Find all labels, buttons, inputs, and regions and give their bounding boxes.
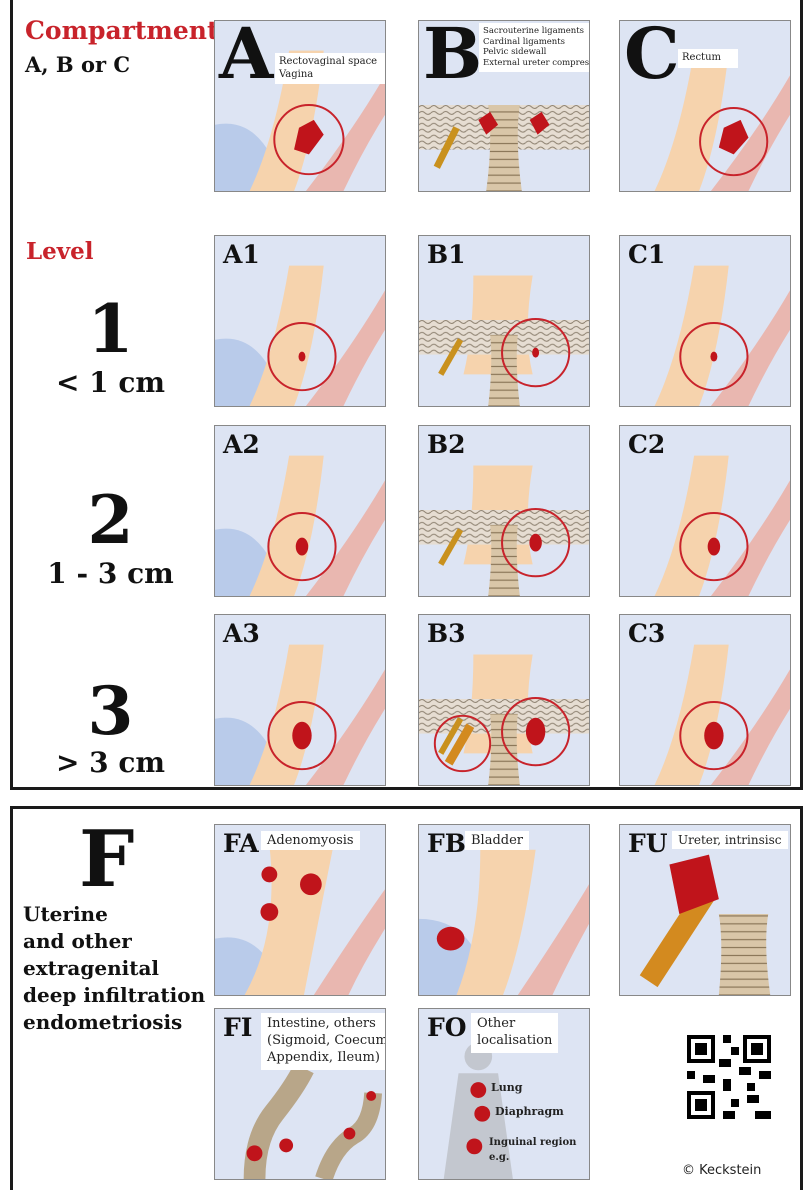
note-line: External ureter compression <box>483 58 587 69</box>
f-description-line: deep infiltration <box>23 982 205 1009</box>
level-tile-label: A1 <box>223 240 260 269</box>
f-description-line: extragenital <box>23 955 205 982</box>
compartment-a-notes: Rectovaginal space Vagina <box>275 53 385 84</box>
f-description-line: endometriosis <box>23 1009 205 1036</box>
level-3-number: 3 <box>13 678 208 744</box>
level-2-range: 1 - 3 cm <box>13 557 208 590</box>
level-tile-label: C2 <box>628 430 665 459</box>
tile-fa-label: FA <box>223 829 259 858</box>
f-description: Uterine and other extragenital deep infi… <box>23 901 205 1036</box>
tile-fu-caption: Ureter, intrinsisc <box>672 831 788 849</box>
note-line: Sacrouterine ligaments <box>483 26 587 37</box>
compartment-c-notes: Rectum <box>678 49 738 68</box>
level-tile: A2 <box>214 425 386 597</box>
level-title: Level <box>26 238 94 265</box>
tile-fo-caption: Other localisation <box>471 1013 558 1053</box>
tile-fu: FU Ureter, intrinsisc <box>619 824 791 996</box>
level-tile-label: C1 <box>628 240 665 269</box>
note-line: Pelvic sidewall <box>483 47 587 58</box>
level-tile: B1 <box>418 235 590 407</box>
compartment-a-letter: A <box>219 20 273 91</box>
tile-fb-label: FB <box>427 829 466 858</box>
level-tile-label: B1 <box>427 240 466 269</box>
compartment-b-notes: Sacrouterine ligaments Cardinal ligament… <box>479 23 590 72</box>
compartment-title: Compartment <box>25 16 219 45</box>
compartment-c-tile: C Rectum <box>619 20 791 192</box>
site-inguinal: Inguinal region <box>489 1137 576 1148</box>
tile-fo-label: FO <box>427 1013 467 1042</box>
level-1-number: 1 <box>13 296 208 362</box>
level-tile-label: A2 <box>223 430 260 459</box>
level-tile-label: B2 <box>427 430 466 459</box>
level-tile: A1 <box>214 235 386 407</box>
tile-fb: FB Bladder <box>418 824 590 996</box>
level-3-range: > 3 cm <box>13 746 208 779</box>
level-tile: C3 <box>619 614 791 786</box>
tile-fi-label: FI <box>223 1013 252 1042</box>
caption-line: (Sigmoid, Coecum, <box>267 1033 386 1050</box>
level-tile: A3 <box>214 614 386 786</box>
compartment-c-letter: C <box>624 20 680 91</box>
level-tile-label: A3 <box>223 619 260 648</box>
level-tile: B3 <box>418 614 590 786</box>
level-tile-label: C3 <box>628 619 665 648</box>
caption-line: Other <box>477 1016 552 1033</box>
copyright: © Keckstein <box>682 1163 761 1178</box>
note-line: Vagina <box>279 69 381 82</box>
f-description-line: Uterine <box>23 901 205 928</box>
tile-fo: FO Other localisation Lung Diaphragm Ing… <box>418 1008 590 1180</box>
level-2-number: 2 <box>13 487 208 553</box>
f-letter: F <box>79 821 134 899</box>
level-tile: C1 <box>619 235 791 407</box>
tile-fu-label: FU <box>628 829 668 858</box>
note-line: Rectovaginal space <box>279 56 381 69</box>
level-tile: B2 <box>418 425 590 597</box>
compartment-b-tile: B Sacrouterine ligaments Cardinal ligame… <box>418 20 590 192</box>
f-description-line: and other <box>23 928 205 955</box>
tile-fa-caption: Adenomyosis <box>261 831 360 850</box>
qr-code[interactable] <box>683 1031 775 1123</box>
site-eg: e.g. <box>489 1152 509 1163</box>
compartment-a-tile: A Rectovaginal space Vagina <box>214 20 386 192</box>
note-line: Cardinal ligaments <box>483 37 587 48</box>
tile-fb-caption: Bladder <box>465 831 529 850</box>
level-tile: C2 <box>619 425 791 597</box>
tile-fa: FA Adenomyosis <box>214 824 386 996</box>
level-tile-label: B3 <box>427 619 466 648</box>
tile-fi-caption: Intestine, others (Sigmoid, Coecum, Appe… <box>261 1013 386 1070</box>
compartment-subtitle: A, B or C <box>25 52 130 77</box>
caption-line: localisation <box>477 1033 552 1050</box>
caption-line: Intestine, others <box>267 1016 386 1033</box>
note-line: Rectum <box>682 52 734 65</box>
tile-fi: FI Intestine, others (Sigmoid, Coecum, A… <box>214 1008 386 1180</box>
compartment-b-letter: B <box>423 20 482 91</box>
site-lung: Lung <box>491 1081 522 1094</box>
caption-line: Appendix, Ileum) <box>267 1050 386 1067</box>
level-1-range: < 1 cm <box>13 366 208 399</box>
site-diaphragm: Diaphragm <box>495 1105 564 1118</box>
